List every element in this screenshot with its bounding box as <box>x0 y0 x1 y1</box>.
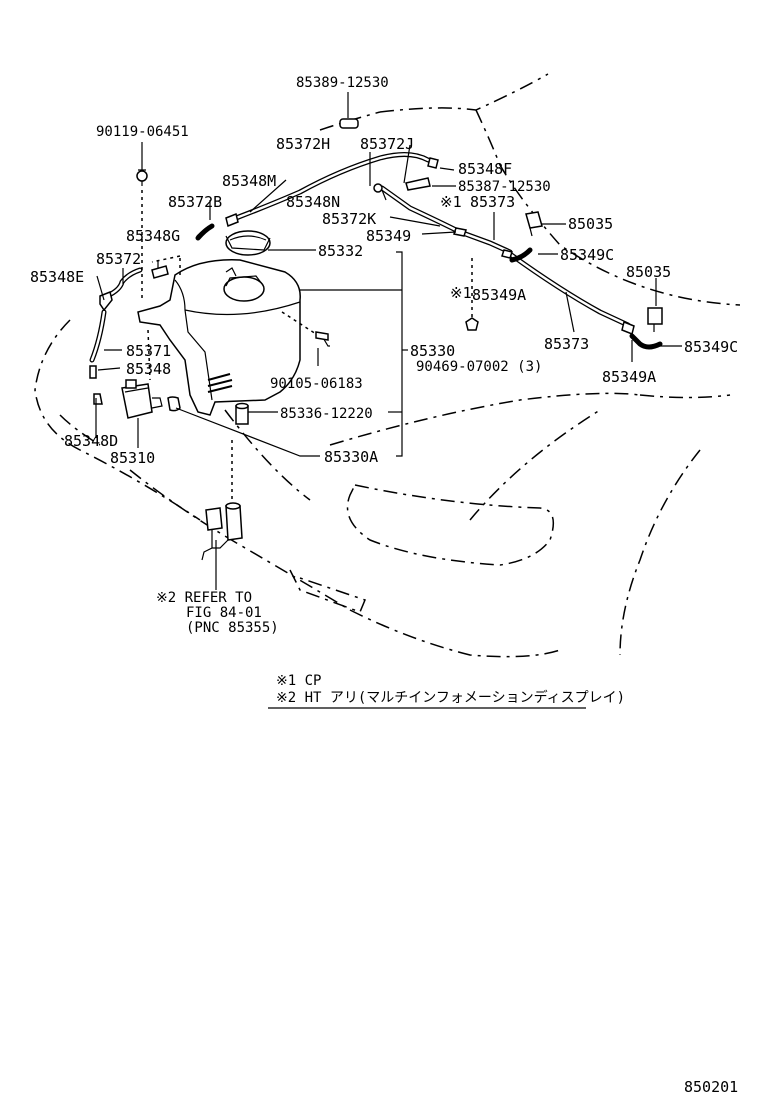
label-note1-a: ※1 <box>440 193 462 211</box>
label-85348F: 85348F <box>458 160 512 178</box>
footnote-cp: ※1 CP <box>276 673 321 689</box>
label-85336-12220: 85336-12220 <box>280 406 373 422</box>
label-85330: 85330 <box>410 342 455 360</box>
label-85330A: 85330A <box>324 448 378 466</box>
label-85349C-right: 85349C <box>684 338 738 356</box>
sensor-assembly-icon <box>201 502 243 561</box>
label-note1-b: ※1 <box>450 284 472 302</box>
label-85332: 85332 <box>318 242 363 260</box>
label-85372H: 85372H <box>276 135 330 153</box>
grommet-icon <box>235 402 249 425</box>
label-85348D: 85348D <box>64 432 118 450</box>
label-refer-line1: ※2 REFER TO <box>156 590 252 606</box>
washer-nozzle-icon <box>525 211 663 332</box>
connectors <box>89 118 635 405</box>
label-85372J: 85372J <box>360 135 414 153</box>
dotted-leaders <box>141 190 473 500</box>
vehicle-body-outline <box>34 73 741 658</box>
label-85310: 85310 <box>110 449 155 467</box>
leader-lines <box>95 92 682 590</box>
label-85387-12530: 85387-12530 <box>458 179 551 195</box>
label-85349A-mid: 85349A <box>472 286 526 304</box>
label-85348M: 85348M <box>222 172 276 190</box>
label-85348E: 85348E <box>30 268 84 286</box>
label-90469-07002: 90469-07002 (3) <box>416 359 542 375</box>
footnote-ht: ※2 HT アリ(マルチインフォメーションディスプレイ) <box>276 689 625 706</box>
label-refer-line2: FIG 84-01 <box>186 605 262 621</box>
label-85349: 85349 <box>366 227 411 245</box>
label-85348N: 85348N <box>286 193 340 211</box>
label-85372K: 85372K <box>322 210 376 228</box>
figure-code: 850201 <box>684 1078 738 1096</box>
label-85371: 85371 <box>126 342 171 360</box>
footnotes: ※1 CP ※2 HT アリ(マルチインフォメーションディスプレイ) <box>268 673 625 709</box>
label-90105-06183: 90105-06183 <box>270 376 363 392</box>
washer-tank-icon <box>137 259 301 416</box>
filler-cap-icon <box>225 230 271 256</box>
part-labels: 85389-12530 90119-06451 85372H 85372J 85… <box>30 75 738 636</box>
label-85372: 85372 <box>96 250 141 268</box>
label-85373-lower: 85373 <box>544 335 589 353</box>
washer-pump-icon <box>121 379 181 419</box>
label-85349A-right: 85349A <box>602 368 656 386</box>
label-85389-12530: 85389-12530 <box>296 75 389 91</box>
label-85035-top: 85035 <box>568 215 613 233</box>
label-85372B: 85372B <box>168 193 222 211</box>
label-85349C-top: 85349C <box>560 246 614 264</box>
label-refer-line3: (PNC 85355) <box>186 620 279 636</box>
label-90119-06451: 90119-06451 <box>96 124 189 140</box>
label-85348G: 85348G <box>126 227 180 245</box>
label-85373-top: 85373 <box>470 193 515 211</box>
label-85035-right: 85035 <box>626 263 671 281</box>
label-85348: 85348 <box>126 360 171 378</box>
